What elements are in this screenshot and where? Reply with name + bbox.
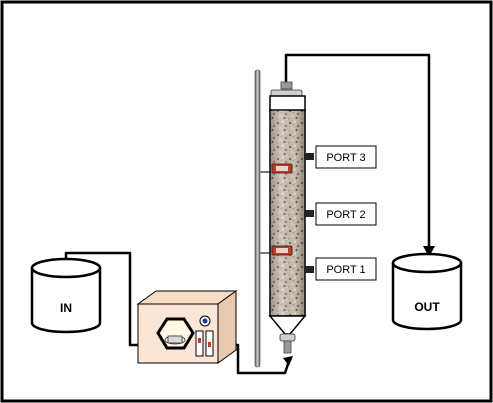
outlet-tank: OUT xyxy=(391,252,463,331)
peristaltic-pump xyxy=(136,290,238,364)
port-labels: PORT 3 PORT 2 PORT 1 xyxy=(315,145,377,281)
packed-column xyxy=(268,81,314,354)
outlet-tank-label: OUT xyxy=(414,300,440,314)
port-2-stub xyxy=(305,210,314,217)
arrowhead-outlet-tank xyxy=(423,246,435,257)
inlet-tank: IN xyxy=(30,257,102,334)
port-3-box xyxy=(315,145,377,169)
port-3-label: PORT 3 xyxy=(326,152,365,164)
port-3-stub xyxy=(305,153,314,160)
port-1-stub xyxy=(305,266,314,273)
tube-column-to-outlet xyxy=(284,53,431,252)
port-1-label: PORT 1 xyxy=(326,264,365,276)
inlet-tank-label: IN xyxy=(60,301,72,315)
arrowhead-column-inlet xyxy=(283,356,293,366)
port-1-box xyxy=(315,257,377,281)
port-2-label: PORT 2 xyxy=(326,209,365,221)
support-rod xyxy=(254,69,261,368)
port-2-box xyxy=(315,202,377,226)
